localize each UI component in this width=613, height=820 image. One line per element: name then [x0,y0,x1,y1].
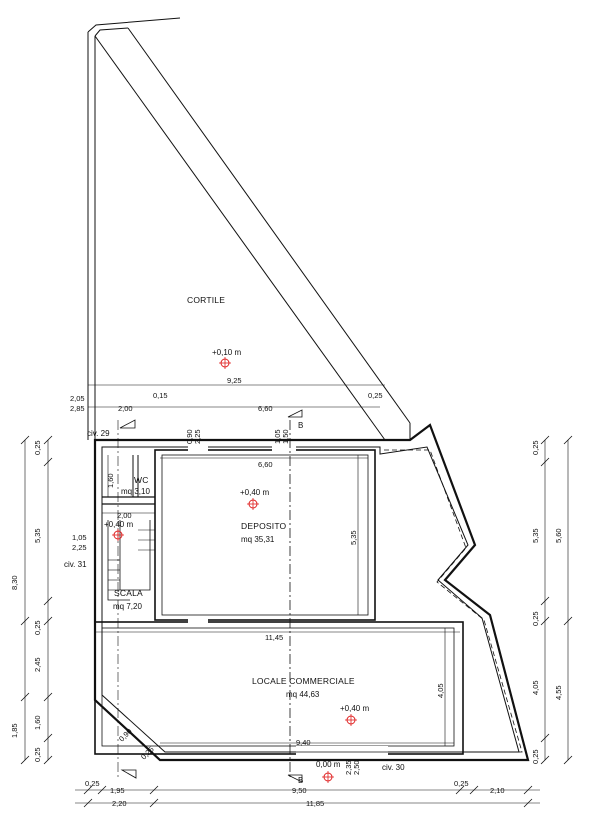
dim-105-side: 1,05 [72,533,87,542]
dim-015: 0,15 [153,391,168,400]
dim-940: 9,40 [296,738,311,747]
dim-bottom-195: 1,95 [110,786,125,795]
dim-bottom-025b: 0,25 [454,779,469,788]
section-line: B B [117,409,303,785]
dim-right-025c: 0,25 [531,749,540,764]
level-markers [112,357,357,783]
civic-31: civ. 31 [64,560,87,569]
dim-right-405: 4,05 [531,680,540,695]
level-locale: +0,40 m [340,704,369,713]
dim-right-535: 5,35 [531,528,540,543]
dim-right-025b: 0,25 [531,611,540,626]
dim-cortile-width: 9,25 [227,376,242,385]
civic-30: civ. 30 [382,763,405,772]
dim-1145: 11,45 [265,633,283,642]
dim-right-455: 4,55 [554,685,563,700]
room-area-locale: mq 44,63 [286,690,320,699]
dim-bottom-210: 2,10 [490,786,505,795]
dim-025-corner: 0,25 [139,745,156,762]
interior-walls [94,446,464,756]
level-cortile: +0,10 m [212,348,241,357]
dim-025-cortile: 0,25 [368,391,383,400]
dim-660-deposito: 6,60 [258,460,273,469]
dim-225-side: 2,25 [72,543,87,552]
dim-left-025b: 0,25 [33,620,42,635]
dim-660-top: 6,60 [258,404,273,413]
dim-bottom-1185: 11,85 [306,799,324,808]
room-label-locale: LOCALE COMMERCIALE [252,676,355,686]
dim-right-560: 5,60 [554,528,563,543]
room-label-deposito: DEPOSITO [241,521,287,531]
dim-250: 2,50 [352,760,361,775]
civic-29: civ. 29 [87,429,110,438]
entrance-arrows [119,419,137,779]
dim-bottom-950: 9,50 [292,786,307,795]
dim-535-deposito: 5,35 [349,530,358,545]
section-mark-bottom: B [298,776,303,785]
dim-150: 1,50 [281,429,290,444]
dim-160-wc: 1,60 [106,473,115,488]
dim-090-corner: 0,90 [117,727,134,744]
level-scala: +0,40 m [104,520,133,529]
dim-left-185: 1,85 [10,723,19,738]
dim-200-mid: 2,00 [117,511,132,520]
room-label-wc: WC [134,475,149,485]
room-area-scala: mq 7,20 [113,602,142,611]
dim-205: 2,05 [70,394,85,403]
dim-left-830: 8,30 [10,575,19,590]
dim-235: 2,35 [344,760,353,775]
dim-bottom-220: 2,20 [112,799,127,808]
dim-090: 0,90 [185,429,194,444]
room-area-deposito: mq 35,31 [241,535,275,544]
dim-225-top: 2,25 [193,429,202,444]
dim-left-535: 5,35 [33,528,42,543]
room-area-wc: mq 3,10 [121,487,150,496]
dim-200-top: 2,00 [118,404,133,413]
level-street: 0,00 m [316,760,341,769]
level-deposito: +0,40 m [240,488,269,497]
dimension-lines [24,384,569,804]
dim-bottom-025a: 0,25 [85,779,100,788]
dim-left-025a: 0,25 [33,440,42,455]
room-label-cortile: CORTILE [187,295,225,305]
section-mark-top: B [298,421,303,430]
courtyard-walls [87,17,411,441]
dim-left-245: 2,45 [33,657,42,672]
dim-left-025c: 0,25 [33,747,42,762]
building-outline [93,423,530,762]
dim-105-top: 1,05 [273,429,282,444]
dimension-ticks [20,435,573,808]
dim-285: 2,85 [70,404,85,413]
dim-left-160: 1,60 [33,715,42,730]
room-label-scala: SCALA [114,588,143,598]
dim-right-025a: 0,25 [531,440,540,455]
dim-405-locale: 4,05 [436,683,445,698]
